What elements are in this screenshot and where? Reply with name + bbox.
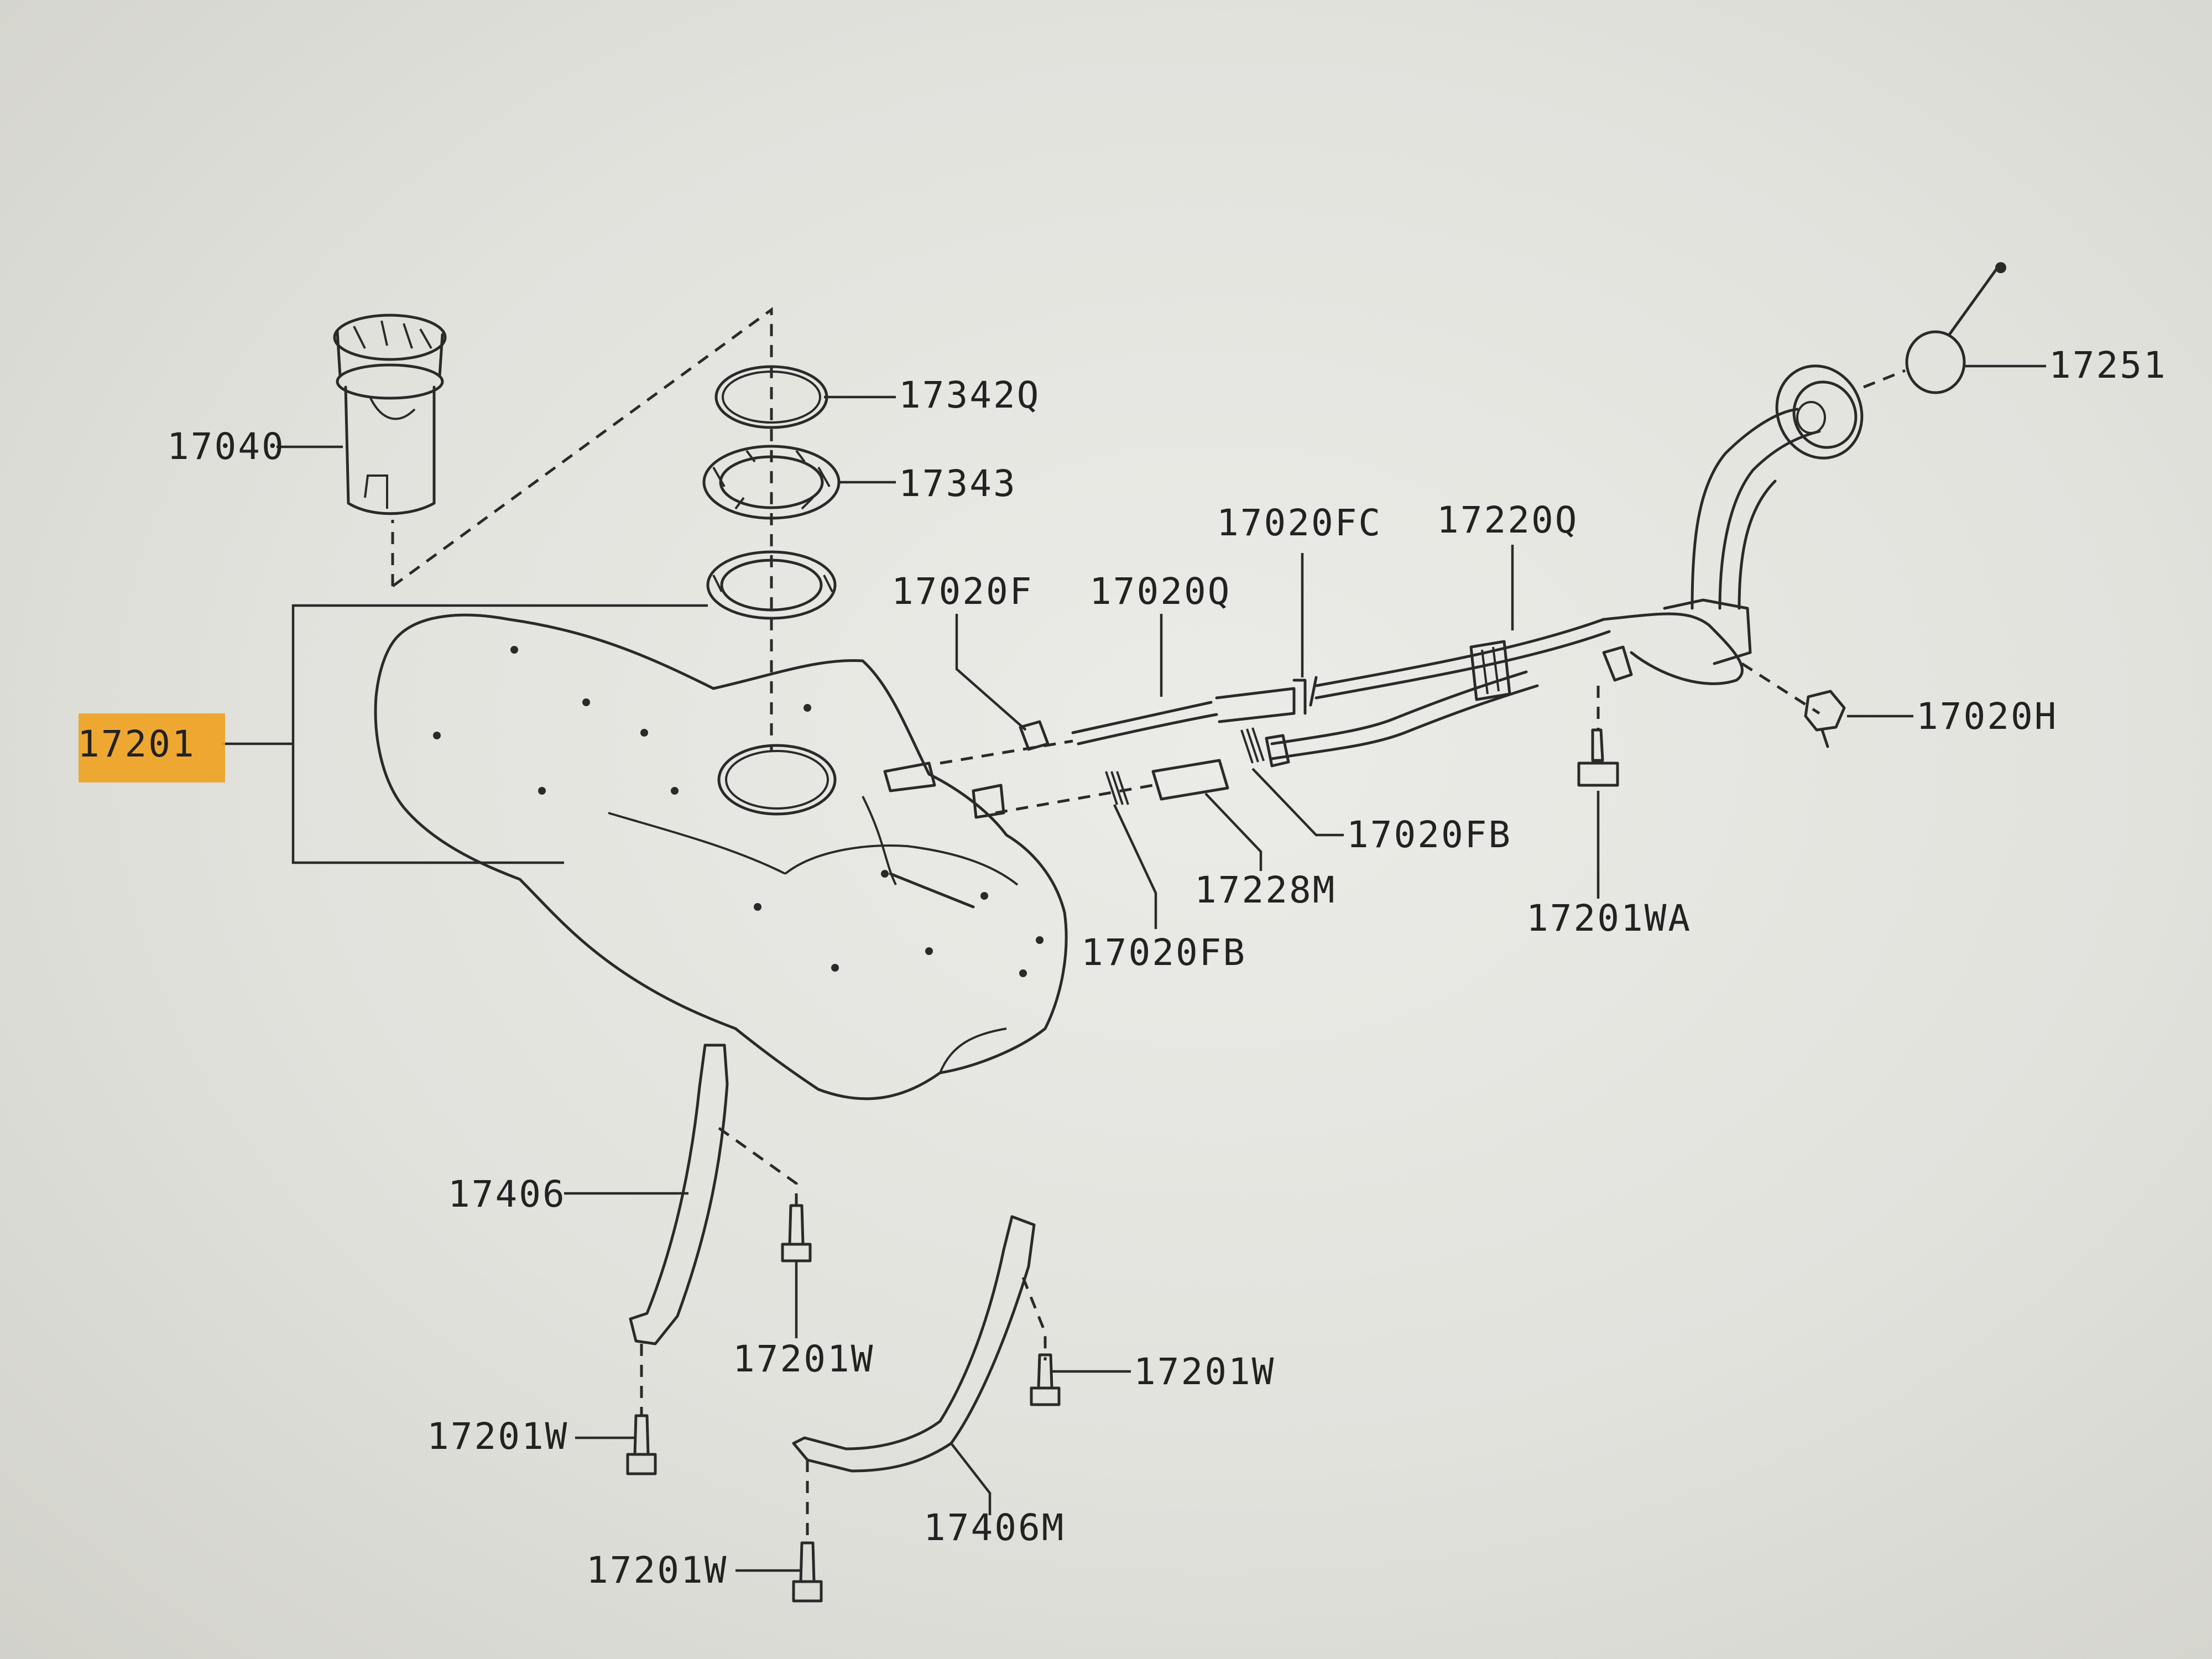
label-17020fb-upper[interactable]: 17020FB [1347,813,1512,856]
label-17201w-right[interactable]: 17201W [1134,1350,1275,1393]
fuel-lines-drawing [1071,618,1611,768]
label-17220q[interactable]: 17220Q [1437,499,1578,541]
fuel-pump-drawing [333,314,447,515]
label-17201[interactable]: 17201 [77,723,196,765]
strap-17406m-drawing [792,1215,1047,1543]
bolt-17201w-a [781,1204,812,1262]
fuel-tank-drawing [374,613,1068,1100]
label-17020h[interactable]: 17020H [1916,695,2058,738]
assembly-guide-lines [391,307,773,752]
screw-17020h [1804,690,1846,748]
tank-group-bracket [291,604,708,864]
label-17201wa[interactable]: 17201WA [1526,897,1692,940]
label-17040[interactable]: 17040 [167,425,285,468]
bolt-17201wa [1577,686,1619,787]
lock-ring-lower [706,550,837,620]
fuel-filter-drawing [1151,759,1229,801]
bolt-17201w-b [1030,1353,1061,1406]
spring-clip-right [1240,727,1265,764]
bolt-17201w-d [792,1541,823,1603]
label-17020fc[interactable]: 17020FC [1217,502,1382,544]
fuel-cap-drawing [1905,262,2006,394]
label-17228m[interactable]: 17228M [1194,869,1336,911]
label-17406[interactable]: 17406 [448,1173,566,1215]
spring-clip-left [1105,771,1129,805]
label-17020f[interactable]: 17020F [891,570,1033,613]
leader-lines [221,364,2046,1572]
bolt-17201w-c [626,1414,657,1475]
label-17020fb-lower[interactable]: 17020FB [1081,931,1246,974]
label-17342q[interactable]: 17342Q [899,374,1040,416]
highlight-marker [79,713,225,782]
label-17406m[interactable]: 17406M [924,1506,1065,1549]
label-17251[interactable]: 17251 [2049,344,2167,387]
label-17020q[interactable]: 17020Q [1089,570,1231,613]
filler-neck-drawing [1602,364,1864,685]
label-17201w-left[interactable]: 17201W [427,1415,568,1458]
strap-17406-drawing [629,1044,798,1416]
label-17343[interactable]: 17343 [899,462,1017,505]
label-17201w-center[interactable]: 17201W [733,1338,874,1380]
label-17201w-bottom[interactable]: 17201W [586,1549,728,1592]
